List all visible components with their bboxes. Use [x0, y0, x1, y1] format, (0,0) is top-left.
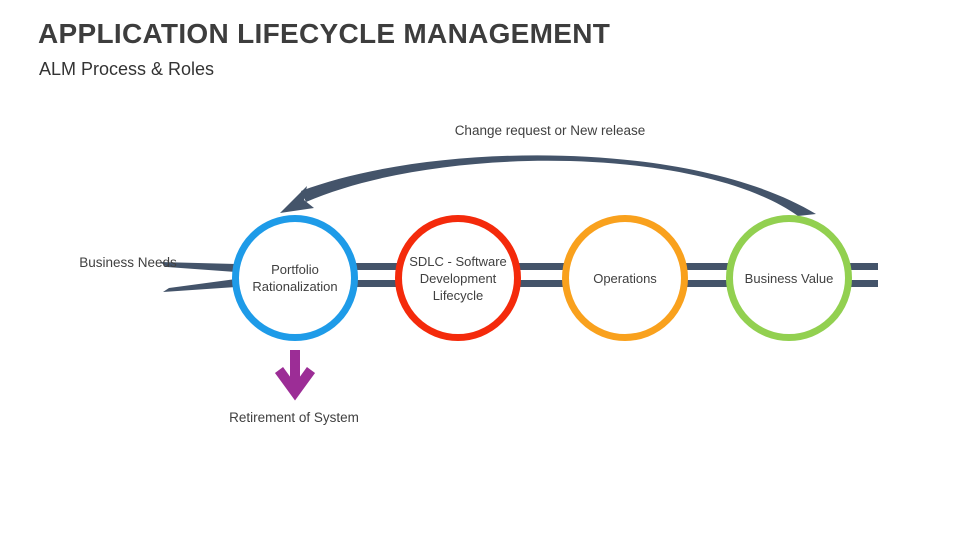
stage-label: Portfolio Rationalization: [252, 262, 338, 294]
stage-circle-portfolio-rationalization: Portfolio Rationalization: [232, 215, 358, 341]
stage-label: Operations: [593, 270, 657, 286]
stage-circle-sdlc: SDLC - Software Development Lifecycle: [395, 215, 521, 341]
stage-circle-operations: Operations: [562, 215, 688, 341]
stage-circle-business-value: Business Value: [726, 215, 852, 341]
feedback-arc-arrow: [280, 155, 816, 216]
feedback-arrowhead-icon: [280, 186, 314, 213]
retirement-label: Retirement of System: [229, 410, 359, 425]
retirement-arrow-icon: [274, 350, 316, 401]
slide-title: APPLICATION LIFECYCLE MANAGEMENT: [38, 18, 611, 49]
business-needs-label: Business Needs: [79, 255, 177, 270]
stage-label: SDLC - Software Development Lifecycle: [409, 253, 507, 303]
stage-label: Business Value: [744, 270, 834, 286]
feedback-arc-label: Change request or New release: [454, 123, 646, 138]
slide-subtitle: ALM Process & Roles: [39, 59, 215, 79]
business-needs-arrows: [160, 262, 236, 292]
